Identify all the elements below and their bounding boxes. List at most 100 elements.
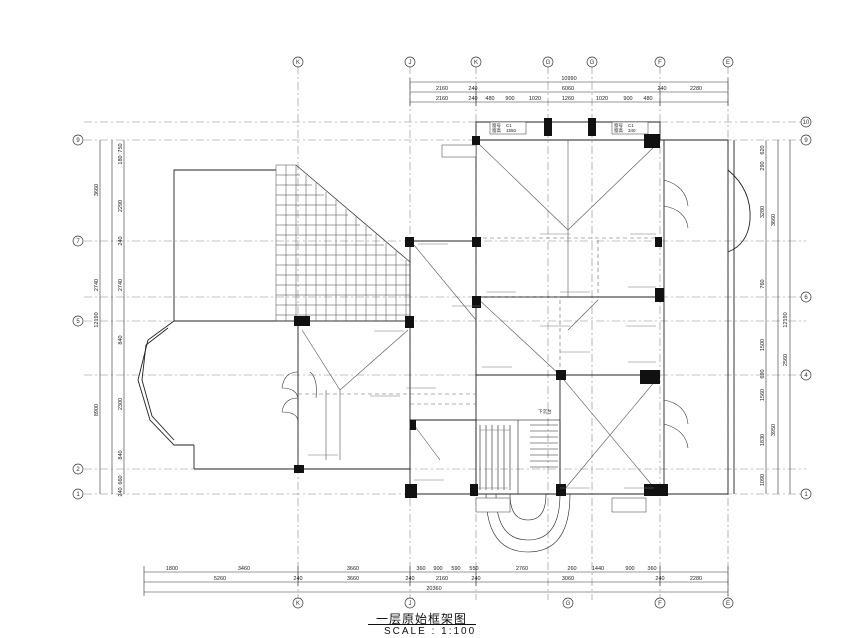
top-dimensions: 10990 2160 240 6060 240 2280 2160 240 48… — [409, 76, 729, 106]
svg-text:下沉台: 下沉台 — [538, 408, 552, 415]
svg-text:760: 760 — [760, 279, 766, 288]
title-underline — [368, 624, 476, 625]
axis-bubbles: K J K G G F E K J G F E 9 7 5 2 1 10 9 6… — [72, 56, 812, 609]
staircase — [475, 419, 571, 553]
svg-text:10990: 10990 — [561, 76, 576, 82]
svg-text:240: 240 — [118, 236, 124, 245]
svg-text:1500: 1500 — [760, 339, 766, 351]
door-swings — [281, 179, 689, 449]
svg-text:550: 550 — [469, 566, 478, 572]
svg-text:3280: 3280 — [760, 206, 766, 218]
svg-text:K: K — [474, 60, 478, 66]
svg-text:12190: 12190 — [94, 312, 100, 327]
svg-text:240: 240 — [655, 576, 664, 582]
svg-text:2160: 2160 — [436, 96, 448, 102]
svg-text:1560: 1560 — [760, 389, 766, 401]
svg-text:窗号: 窗号 — [492, 122, 501, 129]
svg-text:窗高: 窗高 — [614, 127, 623, 134]
structural-columns — [294, 118, 668, 498]
svg-text:240: 240 — [118, 487, 124, 496]
left-dimensions: 3660 2740 12190 8900 750 180 2290 240 27… — [94, 140, 125, 497]
svg-text:3660: 3660 — [347, 566, 359, 572]
svg-text:480: 480 — [643, 96, 652, 102]
svg-text:900: 900 — [433, 566, 442, 572]
svg-text:G: G — [566, 601, 571, 607]
svg-text:10: 10 — [803, 120, 810, 126]
svg-text:C1: C1 — [628, 123, 634, 128]
right-dimensions: 3660 12190 3950 620 290 3280 760 1500 25… — [760, 140, 791, 494]
svg-text:2760: 2760 — [516, 566, 528, 572]
svg-text:K: K — [296, 60, 300, 66]
svg-text:3950: 3950 — [771, 424, 777, 436]
svg-text:3660: 3660 — [94, 184, 100, 196]
svg-text:1800: 1800 — [166, 566, 178, 572]
svg-text:240: 240 — [657, 86, 666, 92]
svg-text:900: 900 — [505, 96, 514, 102]
svg-text:2290: 2290 — [118, 200, 124, 212]
svg-text:2160: 2160 — [436, 86, 448, 92]
svg-text:480: 480 — [485, 96, 494, 102]
svg-text:2740: 2740 — [94, 279, 100, 291]
svg-text:3660: 3660 — [771, 214, 777, 226]
svg-text:8900: 8900 — [94, 404, 100, 416]
svg-text:1: 1 — [76, 492, 80, 498]
svg-text:1550: 1550 — [506, 128, 517, 133]
svg-text:J: J — [409, 60, 412, 66]
svg-text:9: 9 — [76, 138, 80, 144]
svg-text:2280: 2280 — [690, 86, 702, 92]
svg-text:F: F — [658, 60, 662, 66]
svg-text:G: G — [590, 60, 595, 66]
svg-text:12190: 12190 — [783, 312, 789, 327]
tiled-terrace — [275, 164, 411, 322]
svg-text:1440: 1440 — [592, 566, 604, 572]
scale-label: SCALE — [384, 626, 427, 637]
beam-dashed-lines — [298, 237, 660, 405]
svg-text:750: 750 — [118, 143, 124, 152]
window-callouts: 窗号 C1 窗高 1550 窗号 C1 窗高 340 下沉台 — [441, 121, 649, 513]
svg-text:240: 240 — [471, 576, 480, 582]
svg-text:690: 690 — [760, 369, 766, 378]
svg-text:9: 9 — [804, 138, 808, 144]
svg-text:260: 260 — [567, 566, 576, 572]
svg-text:J: J — [409, 601, 412, 607]
svg-text:2300: 2300 — [118, 398, 124, 410]
svg-text:1830: 1830 — [760, 434, 766, 446]
svg-text:6: 6 — [804, 295, 808, 301]
svg-text:G: G — [546, 60, 551, 66]
svg-text:900: 900 — [625, 566, 634, 572]
svg-text:1: 1 — [804, 492, 808, 498]
svg-text:7: 7 — [76, 239, 80, 245]
walls — [137, 121, 751, 495]
svg-text:K: K — [296, 601, 300, 607]
svg-text:1020: 1020 — [596, 96, 608, 102]
svg-text:1260: 1260 — [562, 96, 574, 102]
svg-text:3060: 3060 — [562, 576, 574, 582]
svg-text:590: 590 — [451, 566, 460, 572]
svg-text:360: 360 — [647, 566, 656, 572]
svg-text:620: 620 — [760, 145, 766, 154]
svg-text:1020: 1020 — [529, 96, 541, 102]
svg-text:240: 240 — [468, 96, 477, 102]
svg-text:5260: 5260 — [214, 576, 226, 582]
svg-text:2740: 2740 — [118, 279, 124, 291]
scale-note: SCALE : 1:100 — [384, 626, 476, 637]
svg-text:20360: 20360 — [426, 586, 441, 592]
svg-text:360: 360 — [416, 566, 425, 572]
svg-text:F: F — [658, 601, 662, 607]
drawing-title: 一层原始框架图 — [376, 612, 468, 626]
svg-text:180: 180 — [118, 155, 124, 164]
svg-text:2160: 2160 — [436, 576, 448, 582]
svg-text:1090: 1090 — [760, 474, 766, 486]
svg-text:E: E — [726, 601, 730, 607]
svg-text:290: 290 — [760, 161, 766, 170]
svg-text:6060: 6060 — [562, 86, 574, 92]
svg-text:900: 900 — [623, 96, 632, 102]
svg-text:240: 240 — [405, 576, 414, 582]
svg-text:3460: 3460 — [238, 566, 250, 572]
bottom-dimensions: 1800 3460 3660 360 900 590 550 2760 260 … — [143, 566, 729, 596]
svg-text:240: 240 — [468, 86, 477, 92]
svg-text:4: 4 — [804, 373, 808, 379]
svg-text:240: 240 — [293, 576, 302, 582]
svg-text:E: E — [726, 60, 730, 66]
